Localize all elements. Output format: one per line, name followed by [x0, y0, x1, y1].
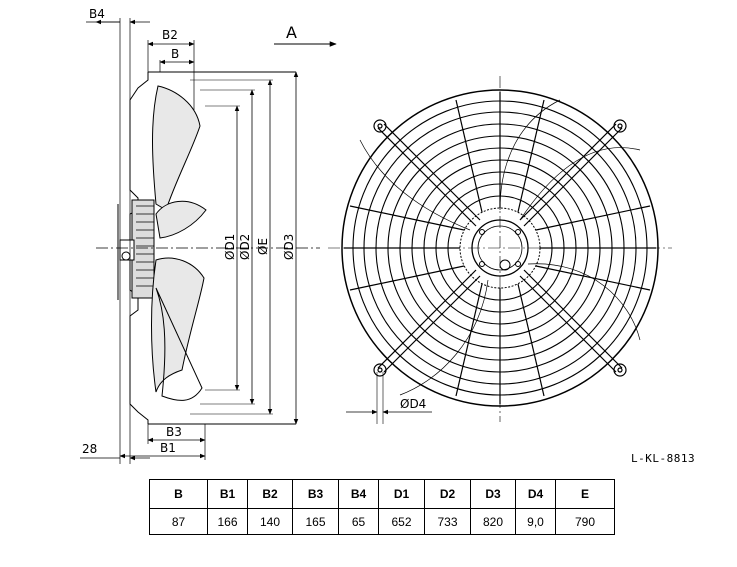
front-view: [328, 76, 672, 424]
label-D1: ØD1: [223, 234, 237, 260]
side-view: [96, 18, 320, 464]
label-28: 28: [82, 442, 97, 456]
table-row: 87 166 140 165 65 652 733 820 9,0 790: [149, 508, 615, 535]
table-header-cell: D1: [378, 479, 425, 509]
table-header-row: B B1 B2 B3 B4 D1 D2 D3 D4 E: [149, 479, 615, 509]
table-header-cell: B4: [338, 479, 379, 509]
table-header-cell: B1: [207, 479, 248, 509]
table-value-cell: 733: [424, 508, 471, 535]
table-header-cell: D2: [424, 479, 471, 509]
fan-technical-drawing: B4 B2 B B3 B1 28 A ØD1 ØD2 ØE ØD3: [80, 7, 672, 464]
label-D4: ØD4: [400, 397, 426, 411]
table-header-cell: B3: [292, 479, 339, 509]
table-header-cell: B: [149, 479, 208, 509]
table-value-cell: 820: [470, 508, 516, 535]
table-value-cell: 140: [247, 508, 293, 535]
table-value-cell: 9,0: [515, 508, 556, 535]
drawing-code: L-KL-8813: [631, 452, 696, 465]
dimension-table: B B1 B2 B3 B4 D1 D2 D3 D4 E 87 166 140 1…: [149, 479, 615, 535]
label-B2: B2: [162, 28, 178, 42]
table-header-cell: D3: [470, 479, 516, 509]
label-B4: B4: [89, 7, 105, 21]
table-value-cell: 790: [555, 508, 615, 535]
fan-blades: [151, 85, 207, 401]
mounting-arms: [373, 119, 627, 377]
label-B3: B3: [166, 425, 182, 439]
table-value-cell: 87: [149, 508, 208, 535]
table-header-cell: D4: [515, 479, 556, 509]
label-D3: ØD3: [282, 234, 296, 260]
label-D2: ØD2: [238, 234, 252, 260]
table-header-cell: E: [555, 479, 615, 509]
table-value-cell: 165: [292, 508, 339, 535]
label-E: ØE: [256, 238, 270, 255]
front-cable-gland: [499, 259, 511, 271]
cable-gland: [121, 251, 131, 261]
label-view-A: A: [286, 23, 297, 42]
table-value-cell: 652: [378, 508, 425, 535]
label-B1: B1: [160, 441, 176, 455]
table-header-cell: B2: [247, 479, 293, 509]
label-B: B: [171, 47, 179, 61]
dimension-lines: [80, 19, 337, 461]
front-blades: [359, 99, 641, 396]
table-value-cell: 65: [338, 508, 379, 535]
rotor-fins: [136, 205, 154, 287]
table-value-cell: 166: [207, 508, 248, 535]
motor-hub: [131, 199, 155, 299]
